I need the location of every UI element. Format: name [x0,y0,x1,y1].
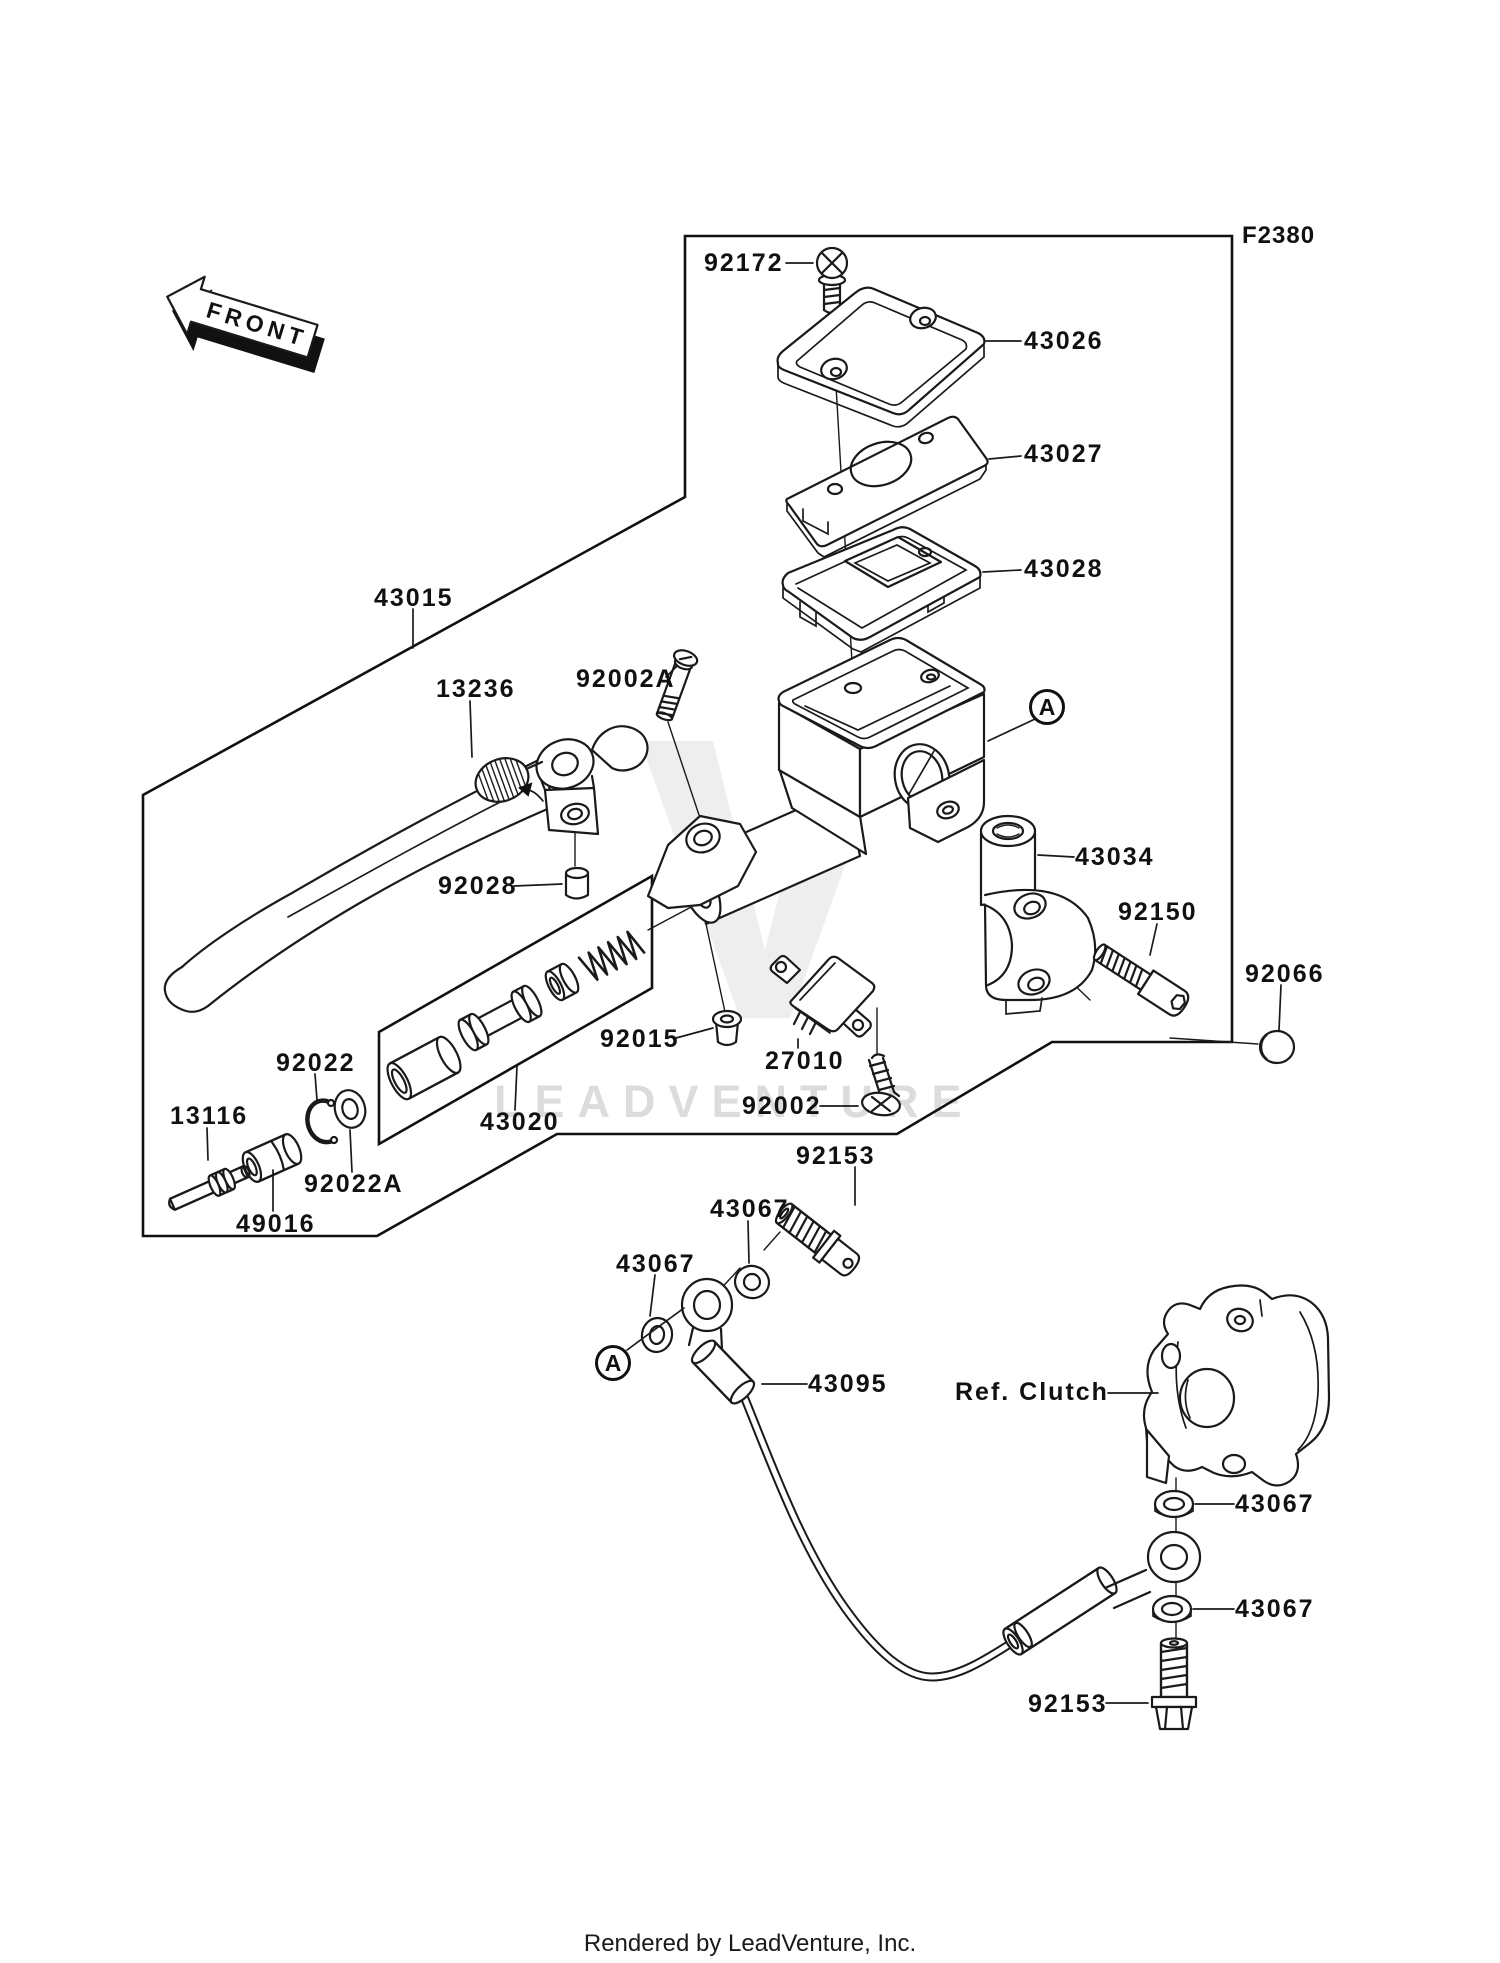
part-label-13116: 13116 [170,1102,249,1130]
part-label-92153-upper: 92153 [796,1142,876,1170]
part-label-43067-right-2: 43067 [1235,1595,1315,1623]
rendered-by-footer: Rendered by LeadVenture, Inc. [583,1930,917,1957]
part-label-49016: 49016 [236,1210,316,1238]
front-arrow [166,275,325,374]
kit-spring [577,930,646,981]
part-label-92022: 92022 [276,1049,356,1077]
clutch-release-housing [1142,1284,1331,1487]
washer-43067-left [640,1316,674,1354]
lever-13236 [163,725,649,1013]
screw-92172 [815,246,849,315]
rod-13116 [168,1164,251,1211]
washer-43067-right-1 [1153,1489,1195,1519]
bushing-92028 [564,866,590,900]
detail-marker-a-left: A [595,1345,631,1381]
washer-43067-right-2 [1151,1594,1193,1624]
gasket-43028 [781,526,982,653]
part-label-43026: 43026 [1024,327,1104,355]
part-label-43027: 43027 [1024,440,1104,468]
ref-clutch-label: Ref. Clutch [955,1378,1109,1406]
part-label-92066: 92066 [1245,960,1325,988]
detail-marker-a-right: A [1029,689,1065,725]
detail-marker-letter: A [1038,693,1056,720]
switch-27010 [769,954,876,1038]
banjo-bolt-92153-upper [774,1202,861,1277]
part-label-43020: 43020 [480,1108,560,1136]
part-label-43015: 43015 [374,584,454,612]
hose-43095 [680,1277,1202,1682]
bolt-92150 [1092,943,1190,1017]
cover-43026 [776,286,986,428]
cap-92066 [1258,1029,1296,1065]
circlip-92022 [305,1098,339,1145]
part-label-43095: 43095 [808,1370,888,1398]
part-label-27010: 27010 [765,1047,845,1075]
part-label-43067-right-1: 43067 [1235,1490,1315,1518]
part-label-92153-lower: 92153 [1028,1690,1108,1718]
washer-43067-upper [733,1264,771,1300]
kit-piston [457,984,543,1052]
part-label-92172: 92172 [704,249,784,277]
part-label-92002a: 92002A [576,665,676,693]
bushing-92015 [711,1009,743,1047]
bushing-49016 [241,1133,303,1183]
kit-box [377,873,654,1147]
part-label-43067-left: 43067 [616,1250,696,1278]
master-cylinder-body [646,636,986,926]
part-label-13236: 13236 [436,675,516,703]
diagram-frame [141,234,1234,1238]
leader-lines [206,262,1282,1704]
washer-92022a [333,1089,367,1129]
part-label-92015: 92015 [600,1025,680,1053]
part-label-43034: 43034 [1075,843,1155,871]
part-label-92002: 92002 [742,1092,822,1120]
kit-cup-seal [544,962,580,1002]
screw-92002 [861,1053,901,1117]
part-label-92028: 92028 [438,872,518,900]
kit-cup-cylinder [386,1035,462,1101]
clamp-43034 [979,814,1097,1015]
plate-43027 [785,415,989,558]
screw-92002a [655,649,699,722]
part-label-92150: 92150 [1118,898,1198,926]
detail-marker-letter: A [604,1349,622,1376]
banjo-bolt-92153-lower [1150,1637,1198,1731]
part-label-43067-upper: 43067 [710,1195,790,1223]
part-label-92022a: 92022A [304,1170,404,1198]
part-label-43028: 43028 [1024,555,1104,583]
figure-code: F2380 [1242,222,1316,249]
